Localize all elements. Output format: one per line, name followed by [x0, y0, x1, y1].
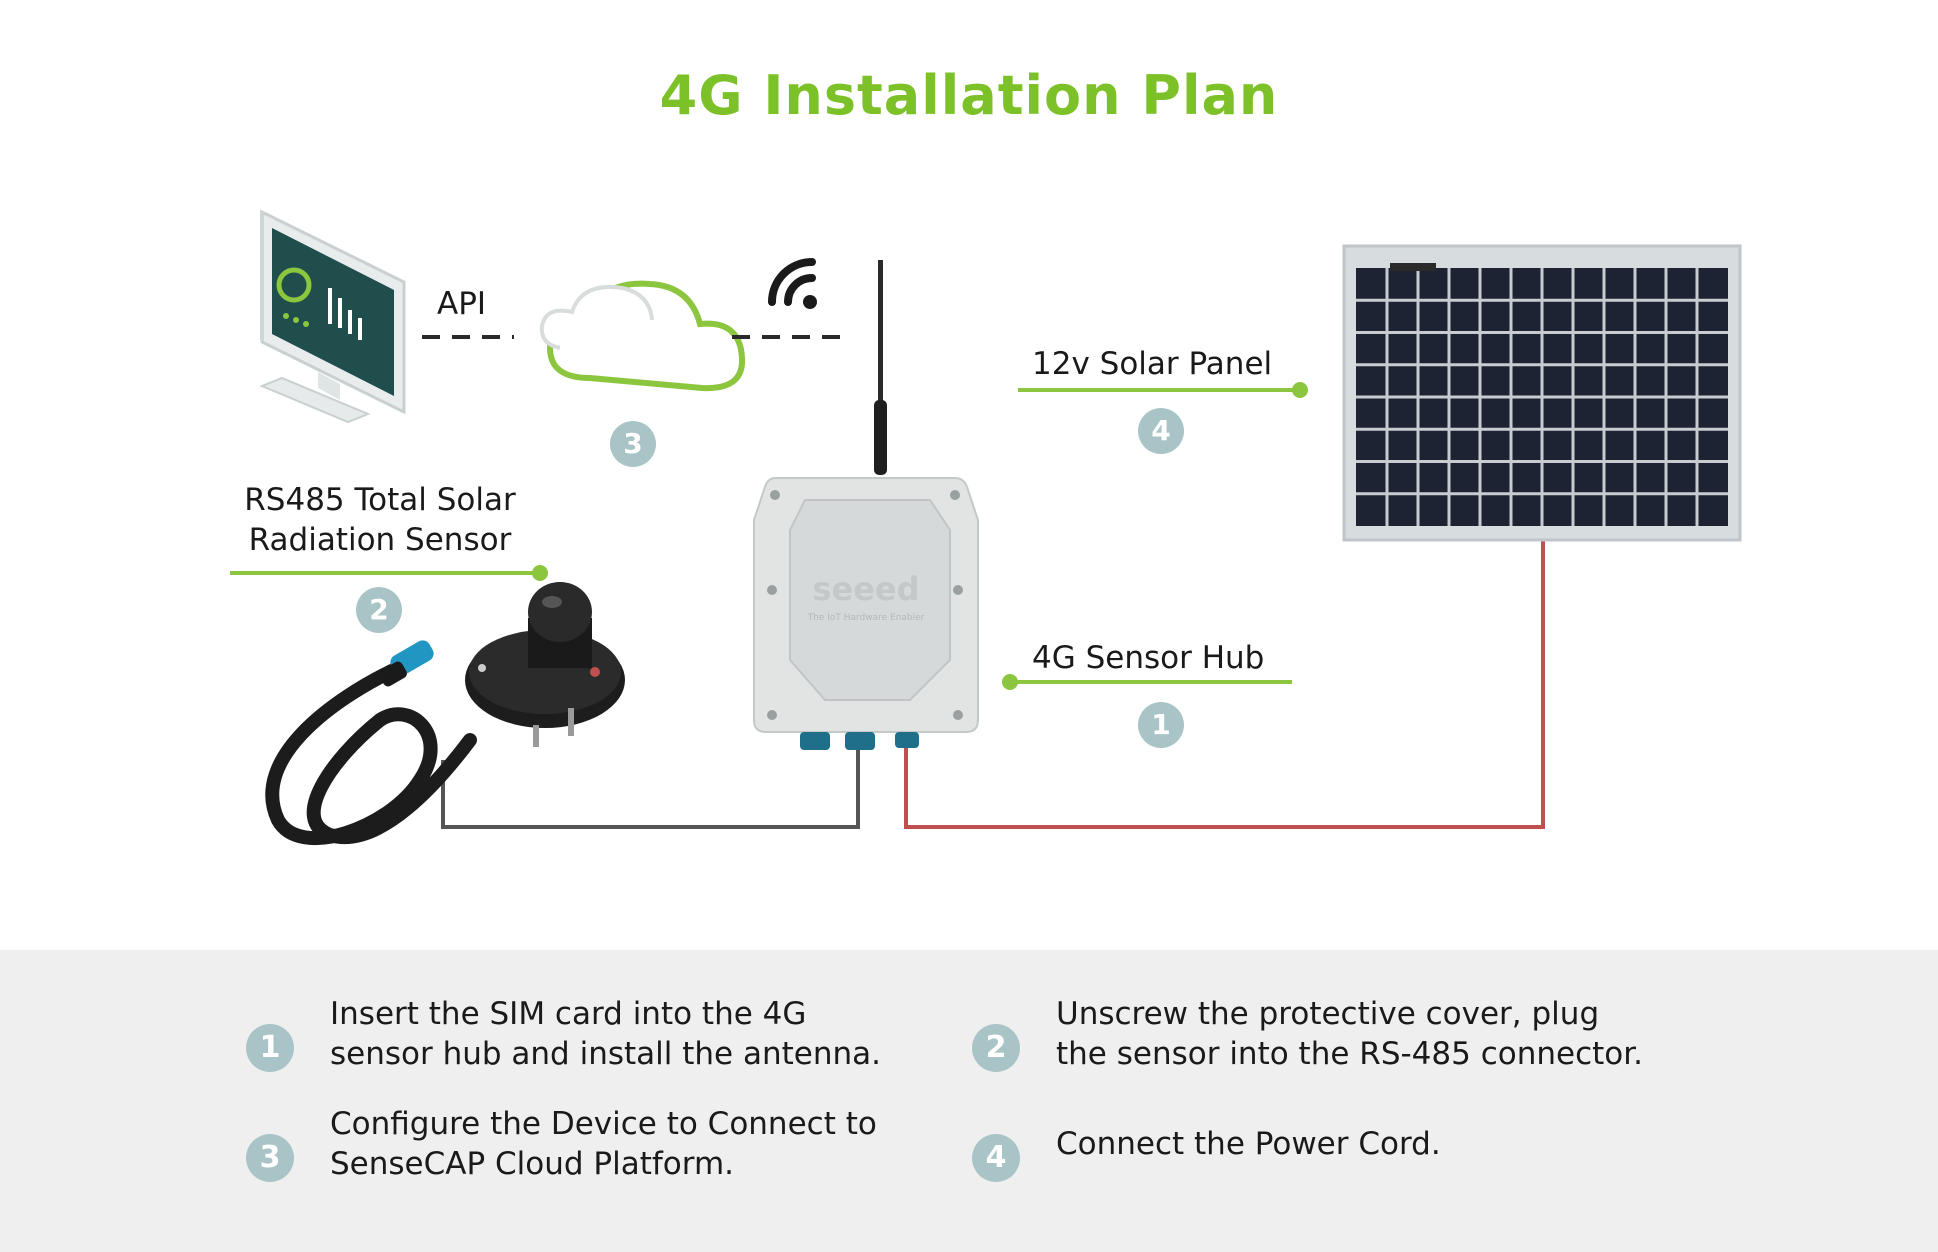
- data-wire: [441, 745, 860, 829]
- wifi-icon: [768, 258, 817, 309]
- step-3-line2: SenseCAP Cloud Platform.: [330, 1146, 735, 1182]
- sensor-step-badge: 2: [356, 587, 402, 633]
- api-connection-dashes: [422, 335, 514, 339]
- step-3-text: Configure the Device to Connect to Sense…: [330, 1104, 950, 1184]
- step-1-line1: Insert the SIM card into the 4G: [330, 996, 807, 1032]
- api-label: API: [437, 286, 487, 322]
- instructions-panel: 1 Insert the SIM card into the 4G sensor…: [0, 950, 1938, 1252]
- antenna-icon: [874, 260, 887, 475]
- step-2-line2: the sensor into the RS-485 connector.: [1056, 1036, 1644, 1072]
- sensor-label-line2: Radiation Sensor: [248, 522, 512, 558]
- solar-panel-leader-dot: [1292, 382, 1308, 398]
- sensor-leader-line: [230, 571, 540, 575]
- cloud-step-badge: 3: [610, 421, 656, 467]
- step-2-text: Unscrew the protective cover, plug the s…: [1056, 994, 1676, 1074]
- power-wire: [904, 538, 1545, 829]
- cloud-icon: [539, 280, 746, 392]
- wireless-connection-dashes: [732, 335, 850, 339]
- sensor-hub-device: seeed The IoT Hardware Enabler: [753, 477, 979, 750]
- step-4-text: Connect the Power Cord.: [1056, 1124, 1676, 1164]
- hub-brand-text: seeed: [812, 570, 919, 608]
- sensor-label-line1: RS485 Total Solar: [244, 482, 516, 518]
- solar-step-badge: 4: [1138, 408, 1184, 454]
- step-1-text: Insert the SIM card into the 4G sensor h…: [330, 994, 950, 1074]
- solar-panel-label: 12v Solar Panel: [1032, 346, 1273, 382]
- step-2-line1: Unscrew the protective cover, plug: [1056, 996, 1600, 1032]
- diagram-canvas: seeed The IoT Hardware Enabler: [259, 209, 1742, 846]
- solar-panel-leader-line: [1018, 388, 1300, 392]
- step-3-line1: Configure the Device to Connect to: [330, 1106, 877, 1142]
- step-3-badge: 3: [246, 1134, 294, 1182]
- step-1-line2: sensor hub and install the antenna.: [330, 1036, 881, 1072]
- hub-leader-line: [1010, 680, 1292, 684]
- hub-tagline-text: The IoT Hardware Enabler: [807, 613, 925, 623]
- hub-label: 4G Sensor Hub: [1032, 640, 1265, 676]
- step-4-badge: 4: [972, 1134, 1020, 1182]
- radiation-sensor-image: [265, 582, 625, 846]
- solar-panel-image: [1342, 244, 1742, 542]
- step-1-badge: 1: [246, 1024, 294, 1072]
- hub-leader-dot: [1002, 674, 1018, 690]
- sensor-leader-dot: [532, 565, 548, 581]
- monitor-icon: [259, 209, 406, 424]
- step-2-badge: 2: [972, 1024, 1020, 1072]
- hub-step-badge: 1: [1138, 702, 1184, 748]
- step-4-line1: Connect the Power Cord.: [1056, 1126, 1441, 1162]
- page-title: 4G Installation Plan: [659, 64, 1279, 127]
